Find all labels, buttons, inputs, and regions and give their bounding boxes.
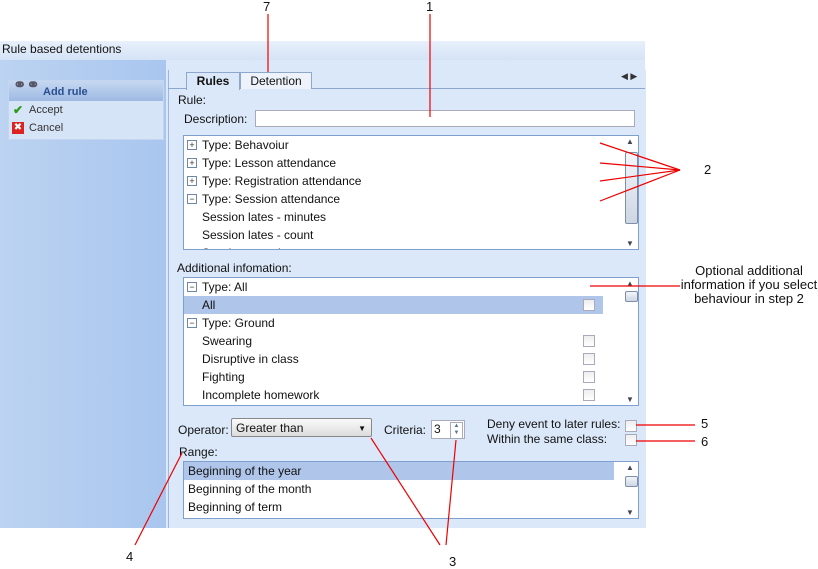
collapse-icon[interactable]: − xyxy=(187,318,197,328)
cancel-label: Cancel xyxy=(29,122,64,134)
range-label: Range: xyxy=(179,445,218,459)
scrollbar[interactable]: ▲▼ xyxy=(623,278,638,405)
cancel-icon: ✖ xyxy=(12,122,24,134)
list-item[interactable]: Incomplete homework xyxy=(184,386,603,404)
callout-5: 5 xyxy=(701,416,709,431)
callout-4: 4 xyxy=(126,549,134,564)
row-label: Type: Registration attendance xyxy=(202,174,362,188)
deny-label: Deny event to later rules: xyxy=(487,417,621,431)
row-checkbox[interactable] xyxy=(583,371,595,383)
row-label: Fighting xyxy=(202,370,245,384)
range-option[interactable]: Beginning of term xyxy=(188,500,283,514)
list-item[interactable]: Session lates - count xyxy=(184,226,603,244)
range-option[interactable]: Beginning of the month xyxy=(188,482,312,496)
list-item[interactable]: Fighting xyxy=(184,368,603,386)
add-rule-label: Add rule xyxy=(43,86,88,98)
operator-value: Greater than xyxy=(236,421,304,435)
cancel-action[interactable]: ✖ Cancel xyxy=(9,119,163,137)
row-label: Session lates - count xyxy=(202,228,314,242)
expand-icon[interactable]: + xyxy=(187,176,197,186)
group-row[interactable]: + Type: Behavoiur xyxy=(184,136,603,154)
group-row[interactable]: + Type: Registration attendance xyxy=(184,172,603,190)
row-label: Type: All xyxy=(202,280,248,294)
list-item[interactable]: Session unauth - count xyxy=(184,244,603,249)
check-icon: ✔ xyxy=(12,103,24,117)
callout-1: 1 xyxy=(426,0,434,14)
row-label: Type: Ground xyxy=(202,316,275,330)
tab-detention[interactable]: Detention xyxy=(240,72,312,89)
tab-rules[interactable]: Rules xyxy=(186,72,240,90)
rule-label: Rule: xyxy=(178,93,207,107)
group-row[interactable]: −Type: Session attendance xyxy=(184,190,603,208)
row-label: Type: Session attendance xyxy=(202,192,341,206)
collapse-icon[interactable]: − xyxy=(187,194,197,204)
row-checkbox[interactable] xyxy=(583,353,595,365)
window-title: Rule based detentions xyxy=(0,41,645,60)
callout-2: 2 xyxy=(704,162,712,177)
row-label: Swearing xyxy=(202,334,253,348)
range-option[interactable]: Beginning of the year xyxy=(184,462,614,480)
callout-7: 7 xyxy=(263,0,271,14)
row-label: Session unauth - count xyxy=(202,246,325,249)
group-row[interactable]: + Type: Lesson attendance xyxy=(184,154,603,172)
group-row[interactable]: −Type: Ground xyxy=(184,314,603,332)
row-label: Type: Lesson attendance xyxy=(202,156,337,170)
deny-checkbox[interactable] xyxy=(625,420,637,432)
scrollbar[interactable]: ▲▼ xyxy=(623,136,638,249)
criteria-label: Criteria: xyxy=(384,423,427,437)
list-item[interactable]: All xyxy=(184,296,603,314)
description-label: Description: xyxy=(184,112,248,126)
row-checkbox[interactable] xyxy=(583,299,595,311)
accept-label: Accept xyxy=(29,104,63,116)
accept-action[interactable]: ✔ Accept xyxy=(9,101,163,119)
criteria-stepper[interactable]: 3 ▲▼ xyxy=(431,420,465,439)
row-label: Session lates - minutes xyxy=(202,210,327,224)
binoculars-icon: ⚭⚭ xyxy=(13,77,40,94)
operator-label: Operator: xyxy=(178,423,229,437)
operator-select[interactable]: Greater than ▼ xyxy=(231,418,372,437)
same-class-label: Within the same class: xyxy=(487,432,608,446)
chevron-down-icon: ▼ xyxy=(358,424,366,433)
actions-panel: ⚭⚭ Add rule ✔ Accept ✖ Cancel xyxy=(8,77,164,140)
rule-type-list[interactable]: + Type: Behavoiur + Type: Lesson attendance… xyxy=(183,135,639,250)
additional-info-label: Additional infomation: xyxy=(177,261,292,275)
row-checkbox[interactable] xyxy=(583,389,595,401)
collapse-icon[interactable]: − xyxy=(187,282,197,292)
expand-icon[interactable]: + xyxy=(187,140,197,150)
callout-3: 3 xyxy=(449,554,457,569)
row-label: Type: Behavoiur xyxy=(202,138,289,152)
description-input[interactable] xyxy=(255,110,635,127)
row-checkbox[interactable] xyxy=(583,335,595,347)
tab-scroll-arrows[interactable]: ◀ ▶ xyxy=(621,71,638,81)
expand-icon[interactable]: + xyxy=(187,158,197,168)
spin-buttons[interactable]: ▲▼ xyxy=(450,422,463,439)
list-item[interactable]: Disruptive in class xyxy=(184,350,603,368)
callout-6: 6 xyxy=(701,434,709,449)
add-rule-header: ⚭⚭ Add rule xyxy=(9,77,163,101)
list-item[interactable]: Swearing xyxy=(184,332,603,350)
group-row[interactable]: −Type: All xyxy=(184,278,603,296)
row-label: All xyxy=(202,298,216,312)
criteria-value: 3 xyxy=(434,422,441,436)
scrollbar[interactable]: ▲▼ xyxy=(623,462,638,518)
list-item[interactable]: Session lates - minutes xyxy=(184,208,603,226)
row-label: Incomplete homework xyxy=(202,388,320,402)
same-class-checkbox[interactable] xyxy=(625,434,637,446)
row-label: Disruptive in class xyxy=(202,352,299,366)
callout-note: Optional additional information if you s… xyxy=(680,263,818,306)
